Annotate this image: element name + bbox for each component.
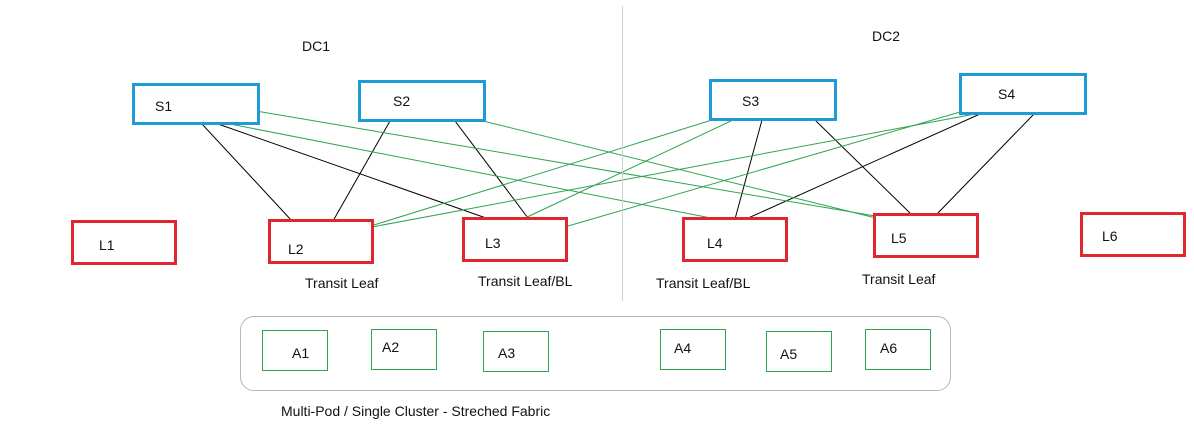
dc-divider xyxy=(622,6,623,301)
leaf-l3-role: Transit Leaf/BL xyxy=(478,273,573,289)
spine-s1-label: S1 xyxy=(155,98,173,114)
apic-a4-label: A4 xyxy=(674,340,692,356)
dc1-label: DC1 xyxy=(302,38,331,54)
link-s3-l4 xyxy=(734,119,763,220)
leaf-l1: L1 xyxy=(71,220,177,265)
apic-a2: A2 xyxy=(371,329,437,370)
spine-s4-label: S4 xyxy=(998,86,1016,102)
link-s1-l2 xyxy=(201,123,293,222)
leaf-l3-label: L3 xyxy=(485,235,501,251)
leaf-l6-label: L6 xyxy=(1102,228,1118,244)
apic-a6: A6 xyxy=(865,329,931,370)
spine-s3-label: S3 xyxy=(742,93,760,109)
leaf-l2-label: L2 xyxy=(288,241,304,257)
link-s4-l5 xyxy=(935,113,1035,216)
leaf-l5-label: L5 xyxy=(891,230,907,246)
diagram-caption: Multi-Pod / Single Cluster - Streched Fa… xyxy=(281,403,551,419)
apic-cluster xyxy=(240,316,951,391)
leaf-l5-role: Transit Leaf xyxy=(862,271,936,287)
link-s4-l4 xyxy=(745,113,981,220)
link-s1-l4 xyxy=(229,123,717,220)
apic-a2-label: A2 xyxy=(382,339,400,355)
link-s1-l3 xyxy=(217,123,487,219)
link-s2-l2 xyxy=(332,120,391,222)
leaf-l5: L5 xyxy=(873,213,979,258)
apic-a1-label: A1 xyxy=(292,345,310,361)
leaf-l4-label: L4 xyxy=(707,235,723,251)
apic-a6-label: A6 xyxy=(880,340,898,356)
leaf-l2: L2 xyxy=(268,219,374,264)
apic-a3: A3 xyxy=(483,331,549,372)
link-s3-l5 xyxy=(814,119,913,216)
link-s3-l3 xyxy=(522,119,734,220)
spine-s4: S4 xyxy=(959,73,1087,115)
leaf-l6: L6 xyxy=(1080,212,1186,257)
apic-a1: A1 xyxy=(262,330,328,371)
leaf-l3: L3 xyxy=(462,217,568,262)
spine-s2: S2 xyxy=(358,80,486,122)
link-s4-l3 xyxy=(567,111,961,227)
leaf-l2-role: Transit Leaf xyxy=(305,275,379,291)
dc2-label: DC2 xyxy=(872,28,901,44)
link-s3-l2 xyxy=(373,119,713,226)
spine-s3: S3 xyxy=(709,79,837,121)
apic-a4: A4 xyxy=(660,329,726,370)
spine-s1: S1 xyxy=(132,83,260,125)
link-s2-l3 xyxy=(454,120,529,219)
apic-a3-label: A3 xyxy=(498,345,516,361)
leaf-l1-label: L1 xyxy=(99,237,115,253)
apic-a5: A5 xyxy=(766,331,832,372)
leaf-l4: L4 xyxy=(682,217,788,262)
apic-a5-label: A5 xyxy=(780,346,798,362)
leaf-l4-role: Transit Leaf/BL xyxy=(656,275,751,291)
link-s4-l2 xyxy=(371,113,976,228)
spine-s2-label: S2 xyxy=(393,93,411,109)
link-s1-l5 xyxy=(255,110,888,219)
